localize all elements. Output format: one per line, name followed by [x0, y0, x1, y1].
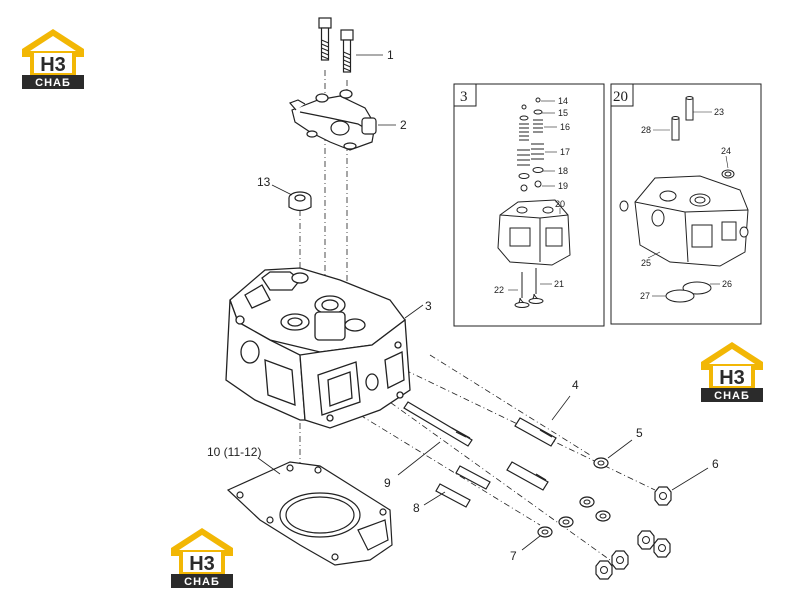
inset-a-label: 3	[460, 89, 468, 105]
inset-cylinder-head-guides: 20	[610, 83, 762, 325]
inset-b-label: 20	[613, 89, 628, 105]
callout-9: 9	[384, 476, 391, 490]
nut-part-6	[595, 486, 672, 580]
callout-8: 8	[413, 501, 420, 515]
inset-a-part-15: 15	[558, 108, 568, 118]
inset-a-part-22: 22	[494, 285, 504, 295]
inset-a-part-21: 21	[554, 279, 564, 289]
seal-cap-part-13	[288, 191, 312, 212]
callout-10: 10 (11-12)	[207, 445, 261, 459]
inset-valve-train: 3	[453, 83, 605, 327]
logo-sub: СНАБ	[35, 77, 71, 89]
inset-a-part-14: 14	[558, 96, 568, 106]
logo-mark: H3	[719, 367, 745, 389]
washer-part-5	[579, 457, 611, 522]
inset-a-part-19: 19	[558, 181, 568, 191]
logo-mark: H3	[40, 54, 66, 76]
inset-a-part-17: 17	[560, 147, 570, 157]
inset-b-part-27: 27	[640, 291, 650, 301]
leader-line-13	[271, 184, 293, 196]
logo-mark: H3	[189, 553, 215, 575]
brand-logo-top-left: H3 СНАБ	[18, 27, 88, 89]
cylinder-head-part-3	[225, 267, 411, 429]
callout-7: 7	[510, 549, 517, 563]
leader-line-10	[257, 457, 281, 475]
inset-a-part-16: 16	[560, 122, 570, 132]
rocker-arm-assembly-part-2	[288, 89, 377, 151]
logo-sub: СНАБ	[184, 576, 220, 588]
inset-b-part-28: 28	[641, 125, 651, 135]
inset-b-part-25: 25	[641, 258, 651, 268]
inset-a-part-20: 20	[555, 199, 565, 209]
leader-line-8	[423, 491, 446, 506]
callout-3: 3	[425, 299, 432, 313]
washer-part-7	[537, 516, 574, 538]
leader-line-6	[671, 467, 709, 491]
inset-a-part-18: 18	[558, 166, 568, 176]
callout-2: 2	[400, 118, 407, 132]
stud-part-4	[506, 417, 557, 491]
leader-line-5	[607, 439, 633, 459]
callout-4: 4	[572, 378, 579, 392]
logo-sub: СНАБ	[714, 390, 750, 402]
callout-1: 1	[387, 48, 394, 62]
inset-b-part-26: 26	[722, 279, 732, 289]
leader-line-4	[551, 395, 571, 421]
leader-line-3	[404, 304, 424, 319]
stud-part-8	[435, 465, 491, 508]
stud-part-9	[403, 401, 473, 447]
inset-b-part-24: 24	[721, 146, 731, 156]
bolt-part-1	[318, 17, 354, 73]
leader-line-7	[521, 535, 541, 551]
callout-5: 5	[636, 426, 643, 440]
inset-b-part-23: 23	[714, 107, 724, 117]
head-gasket-part-10	[226, 461, 393, 566]
brand-logo-right: H3 СНАБ	[697, 340, 767, 402]
callout-13: 13	[257, 175, 271, 189]
brand-logo-bottom-left: H3 СНАБ	[167, 526, 237, 588]
leader-line-9	[397, 441, 441, 476]
callout-6: 6	[712, 457, 719, 471]
